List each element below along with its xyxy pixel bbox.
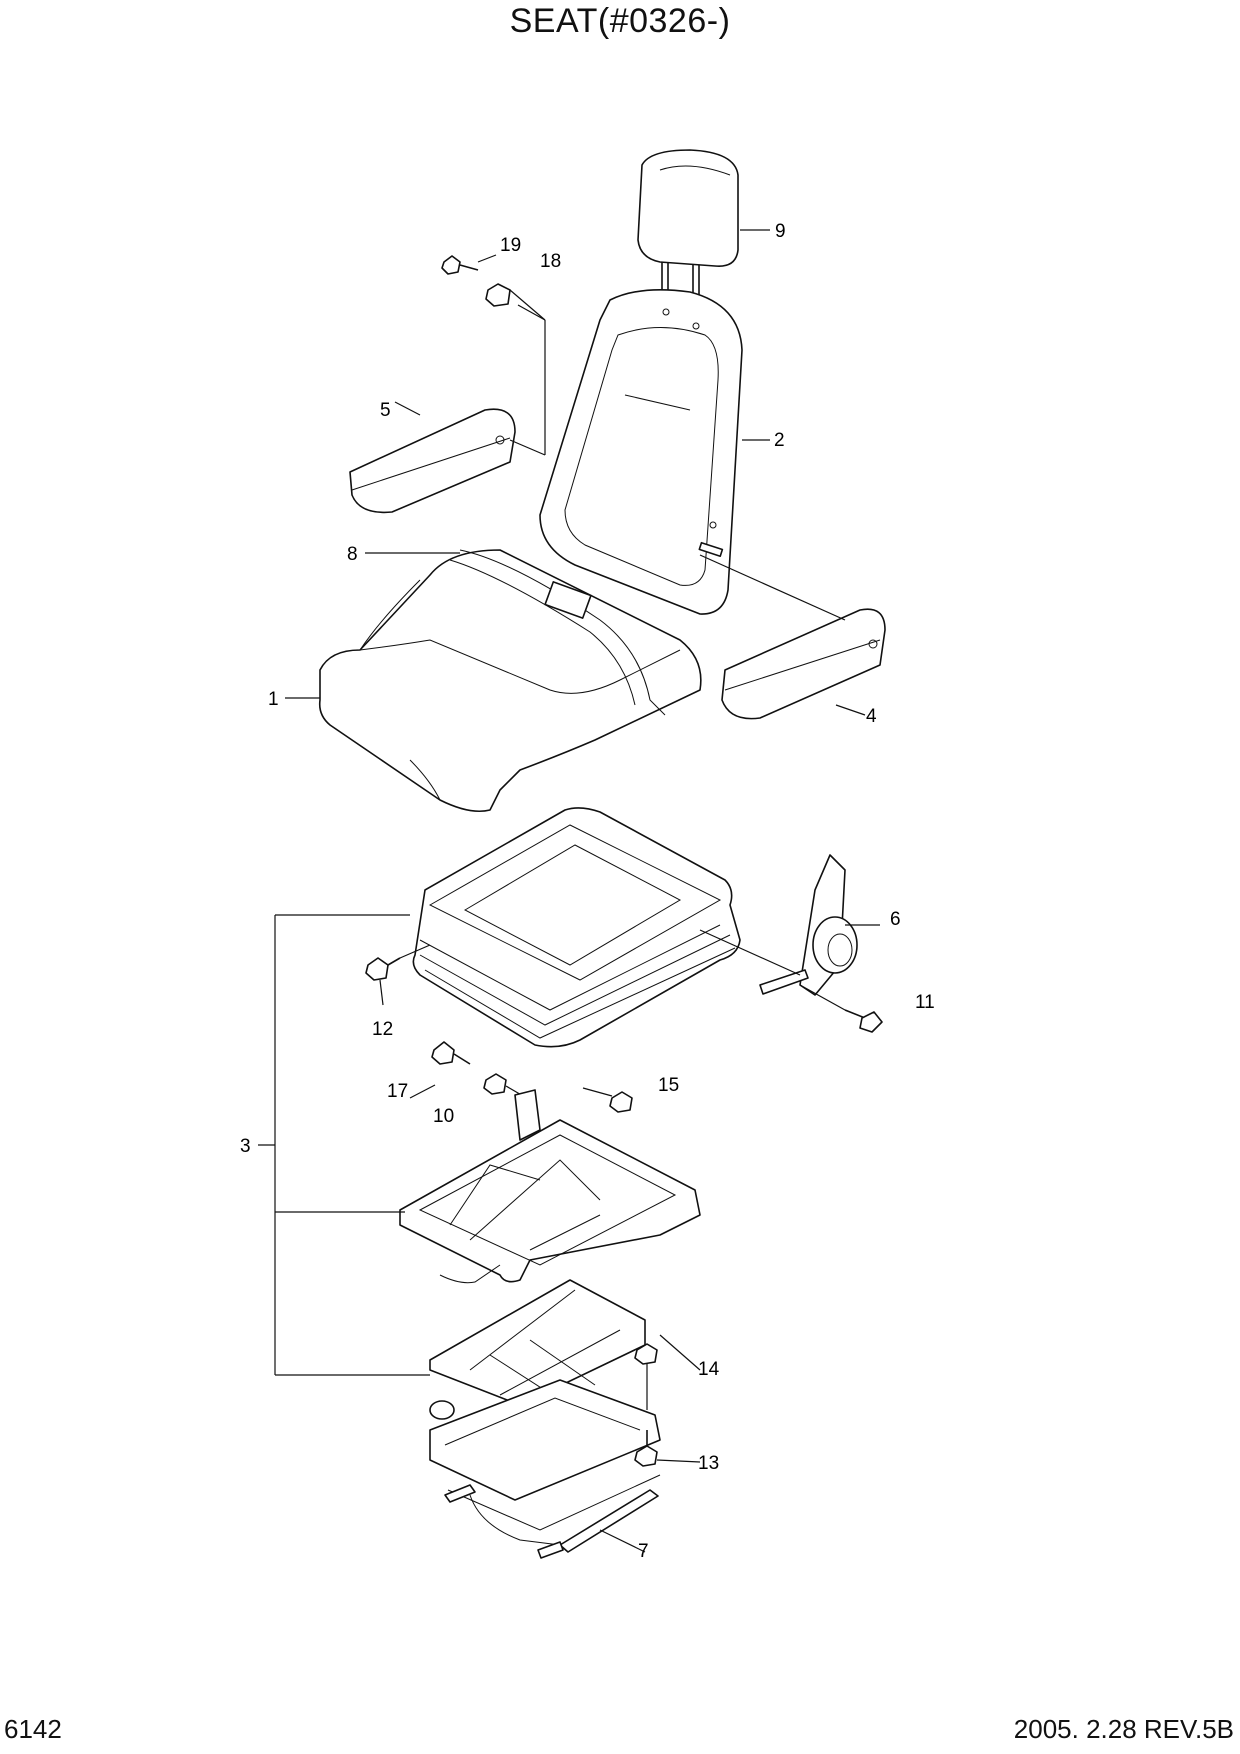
callout-5: 5 — [380, 400, 391, 421]
bolt-12 — [365, 944, 431, 1006]
revision-date: 2005. 2.28 REV.5B — [1013, 1714, 1234, 1744]
headrest — [637, 149, 739, 305]
recline-lever — [699, 854, 858, 996]
armrest-left — [349, 408, 546, 514]
callout-11: 11 — [915, 992, 935, 1013]
callout-3: 3 — [240, 1136, 251, 1157]
seat-tray — [412, 807, 741, 1048]
callout-4: 4 — [866, 706, 877, 727]
callout-8: 8 — [347, 544, 358, 565]
armrest-right — [698, 541, 886, 720]
callout-10: 10 — [433, 1106, 454, 1127]
page-number: 6142 — [4, 1714, 62, 1744]
suspension-base — [429, 1279, 661, 1531]
callout-7: 7 — [638, 1541, 649, 1562]
callout-14: 14 — [698, 1359, 720, 1380]
callout-1: 1 — [268, 689, 279, 710]
seat-cushion — [318, 549, 702, 813]
slide-rail-frame — [399, 1089, 701, 1284]
leader-lines — [258, 229, 880, 1553]
page-title: SEAT(#0326-) — [509, 2, 731, 40]
callout-19: 19 — [500, 235, 521, 256]
callout-2: 2 — [774, 430, 785, 451]
callout-9: 9 — [775, 221, 786, 242]
fasteners-14-13 — [634, 1343, 658, 1467]
callout-18: 18 — [540, 251, 561, 272]
callout-12: 12 — [372, 1019, 393, 1040]
callout-15: 15 — [658, 1075, 679, 1096]
callout-13: 13 — [698, 1453, 719, 1474]
callout-6: 6 — [890, 909, 901, 930]
callout-labels: 9 19 18 5 2 8 1 4 6 11 12 17 15 10 3 14 … — [240, 221, 935, 1562]
bolt-11 — [799, 984, 883, 1033]
backrest — [539, 288, 743, 615]
callout-17: 17 — [387, 1081, 408, 1102]
slide-lever — [444, 1484, 659, 1559]
